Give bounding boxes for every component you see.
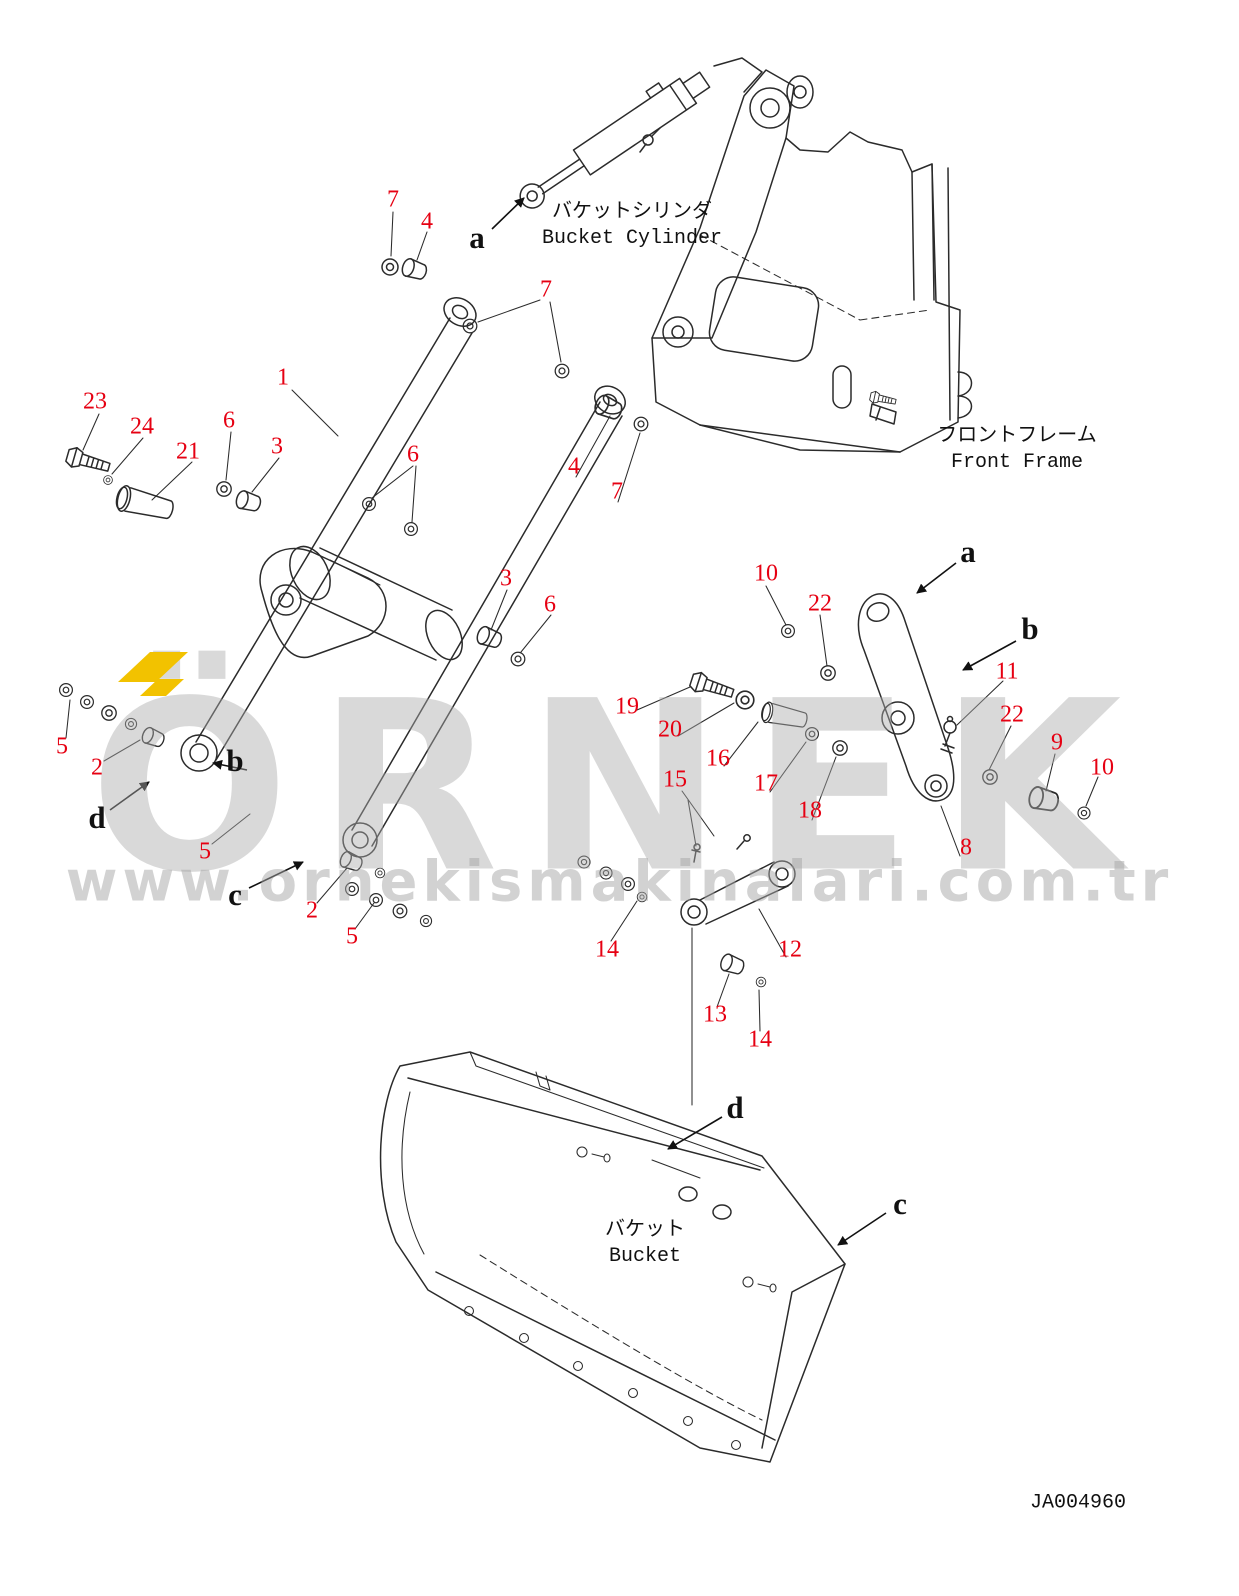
view-arrows — [109, 197, 1017, 1246]
washer-shape — [58, 682, 74, 698]
washer-shape — [982, 769, 998, 785]
bucket-drawing — [379, 1051, 846, 1463]
washer-shape — [554, 363, 570, 379]
washer-shape — [599, 866, 613, 880]
washer-shape — [735, 690, 755, 710]
pin-shape — [759, 700, 810, 732]
link-drawing — [680, 860, 796, 1106]
bucket-cylinder-drawing — [519, 71, 711, 209]
washer-shape — [510, 651, 526, 667]
washer-shape — [345, 881, 359, 897]
washer-shape — [369, 892, 383, 908]
washer-shape — [381, 258, 399, 276]
bushing-shape — [1026, 784, 1062, 815]
washer-shape — [820, 665, 836, 681]
washer-shape — [124, 717, 138, 731]
washer-shape — [780, 623, 796, 639]
washer-shape — [103, 475, 113, 485]
leader-lines — [65, 211, 1099, 1032]
washer-shape — [636, 891, 648, 903]
fasteners-and-bushings — [58, 256, 1091, 988]
washer-shape — [633, 416, 649, 432]
bushing-shape — [474, 624, 505, 651]
bushing-shape — [139, 725, 167, 750]
washer-shape — [79, 694, 95, 710]
bushing-shape — [717, 951, 747, 978]
bushing-shape — [337, 849, 365, 874]
bolt-shape — [687, 669, 737, 704]
washer-shape — [101, 705, 117, 721]
washer-shape — [577, 855, 591, 869]
washer-shape — [1077, 806, 1091, 820]
washer-shape — [804, 726, 820, 742]
bolt-shape — [63, 445, 113, 478]
bushing-shape — [233, 488, 264, 515]
washer-shape — [374, 867, 386, 879]
lift-arm-drawing — [180, 297, 626, 858]
pin-shape — [113, 483, 177, 524]
bellcrank-drawing — [857, 593, 955, 802]
washer-shape — [832, 740, 848, 756]
washer-shape — [216, 481, 232, 497]
washer-shape — [404, 521, 418, 537]
washer-shape — [419, 914, 433, 928]
washer-shape — [620, 876, 636, 892]
valve-fitting-shape — [940, 715, 957, 754]
grease-fitting-shape — [691, 834, 751, 863]
washer-shape — [392, 903, 408, 919]
bushing-shape — [399, 256, 430, 283]
front-frame-drawing — [651, 57, 973, 453]
drawing-number: JA004960 — [1029, 1491, 1127, 1515]
washer-shape — [755, 976, 767, 988]
